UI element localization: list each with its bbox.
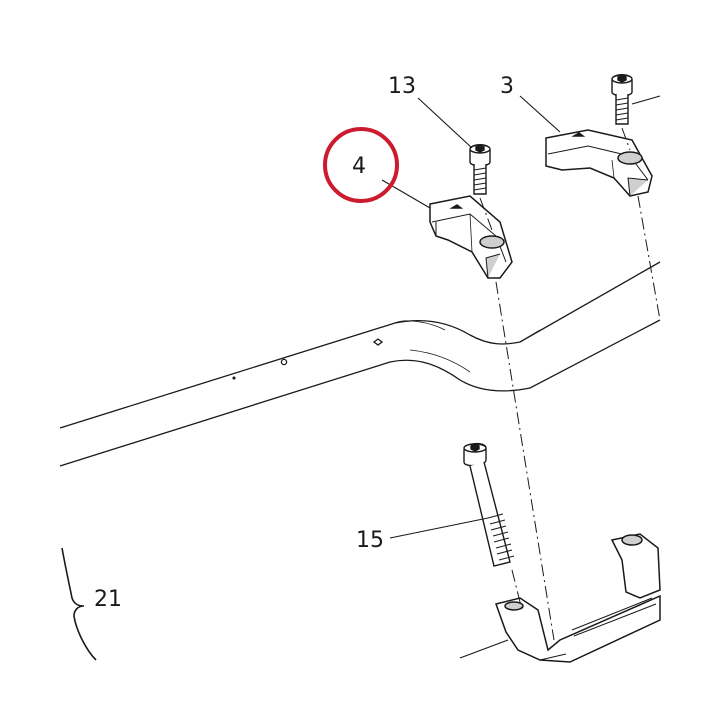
highlight-circle-4 <box>323 127 399 203</box>
callout-4: 4 <box>352 154 366 179</box>
clamp-3 <box>545 129 653 197</box>
bolt-upper-right <box>611 74 633 125</box>
clamp-4 <box>429 195 513 279</box>
callout-3: 3 <box>500 74 514 99</box>
callout-21: 21 <box>94 587 122 612</box>
handlebar <box>59 261 661 467</box>
bracket-21 <box>61 547 97 661</box>
lower-bracket <box>459 533 661 663</box>
assembly-centerlines <box>479 127 661 641</box>
bolt-15 <box>463 443 515 567</box>
callout-15: 15 <box>356 528 384 553</box>
bolt-13 <box>469 144 491 195</box>
callout-13: 13 <box>388 74 416 99</box>
